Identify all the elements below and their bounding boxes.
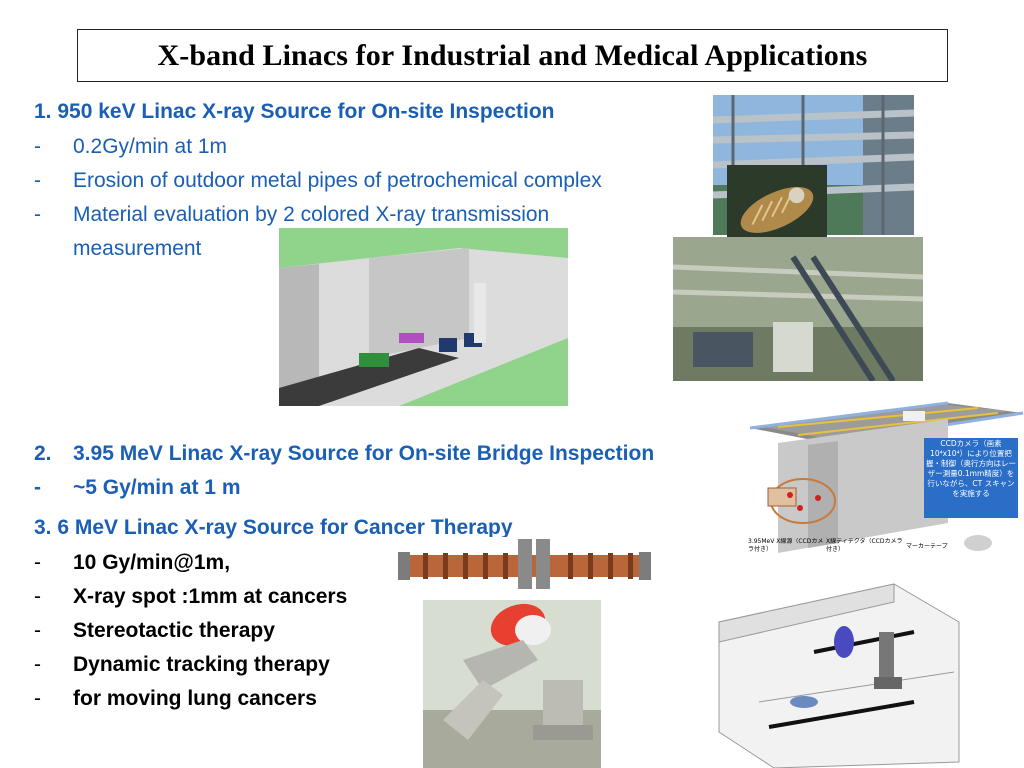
- page-title: X-band Linacs for Industrial and Medical…: [157, 38, 868, 72]
- bullet-dash: -: [34, 653, 41, 676]
- bullet-text: 10 Gy/min@1m,: [73, 551, 231, 574]
- linac-accelerator-tube-photo: [398, 537, 651, 592]
- bullet-dash: -: [34, 619, 41, 642]
- robotic-therapy-photo: [423, 600, 601, 768]
- inspection-system-3d-model: [279, 228, 568, 406]
- bullet-text: X-ray spot :1mm at cancers: [73, 585, 348, 608]
- bridge-tape-label: マーカーテープ: [906, 543, 948, 550]
- bridge-detector-label: X線ディテクタ（CCDカメラ付き）: [826, 538, 903, 553]
- bullet-text: Material evaluation by 2 colored X-ray t…: [73, 203, 550, 226]
- bullet-text: 0.2Gy/min at 1m: [73, 135, 228, 158]
- bullet-text: for moving lung cancers: [73, 687, 317, 710]
- bullet-dash: -: [34, 169, 41, 192]
- section1-bullet-continuation: measurement: [73, 237, 202, 260]
- bullet-dash: -: [34, 687, 41, 710]
- bullet-dash: -: [34, 585, 41, 608]
- bridge-callout-text: CCDカメラ（画素10⁴x10⁴）により位置把握・制御（奥行方向はレーザー測量0…: [926, 439, 1016, 498]
- bullet-dash: -: [34, 476, 41, 499]
- inspection-site-photo: [673, 237, 923, 381]
- bridge-inspection-diagram: CCDカメラ（画素10⁴x10⁴）により位置把握・制御（奥行方向はレーザー測量0…: [748, 383, 1024, 573]
- bullet-text: Erosion of outdoor metal pipes of petroc…: [73, 169, 602, 192]
- bullet-dash: -: [34, 551, 41, 574]
- section1-heading: 1. 950 keV Linac X-ray Source for On-sit…: [34, 100, 555, 123]
- linac-device-photo: [727, 165, 827, 251]
- bullet-text: Stereotactic therapy: [73, 619, 275, 642]
- bridge-source-label: 3.95MeV X線源（CCDカメラ付き）: [748, 538, 824, 553]
- section2-number: 2.: [34, 442, 52, 465]
- section3-heading: 3. 6 MeV Linac X-ray Source for Cancer T…: [34, 516, 513, 539]
- bullet-dash: -: [34, 203, 41, 226]
- bullet-text: Dynamic tracking therapy: [73, 653, 330, 676]
- bullet-dash: -: [34, 135, 41, 158]
- title-box: X-band Linacs for Industrial and Medical…: [77, 29, 948, 82]
- bullet-text: ~5 Gy/min at 1 m: [73, 476, 241, 499]
- section2-heading: 3.95 MeV Linac X-ray Source for On-site …: [73, 442, 655, 465]
- therapy-system-3d-drawing: [714, 582, 962, 768]
